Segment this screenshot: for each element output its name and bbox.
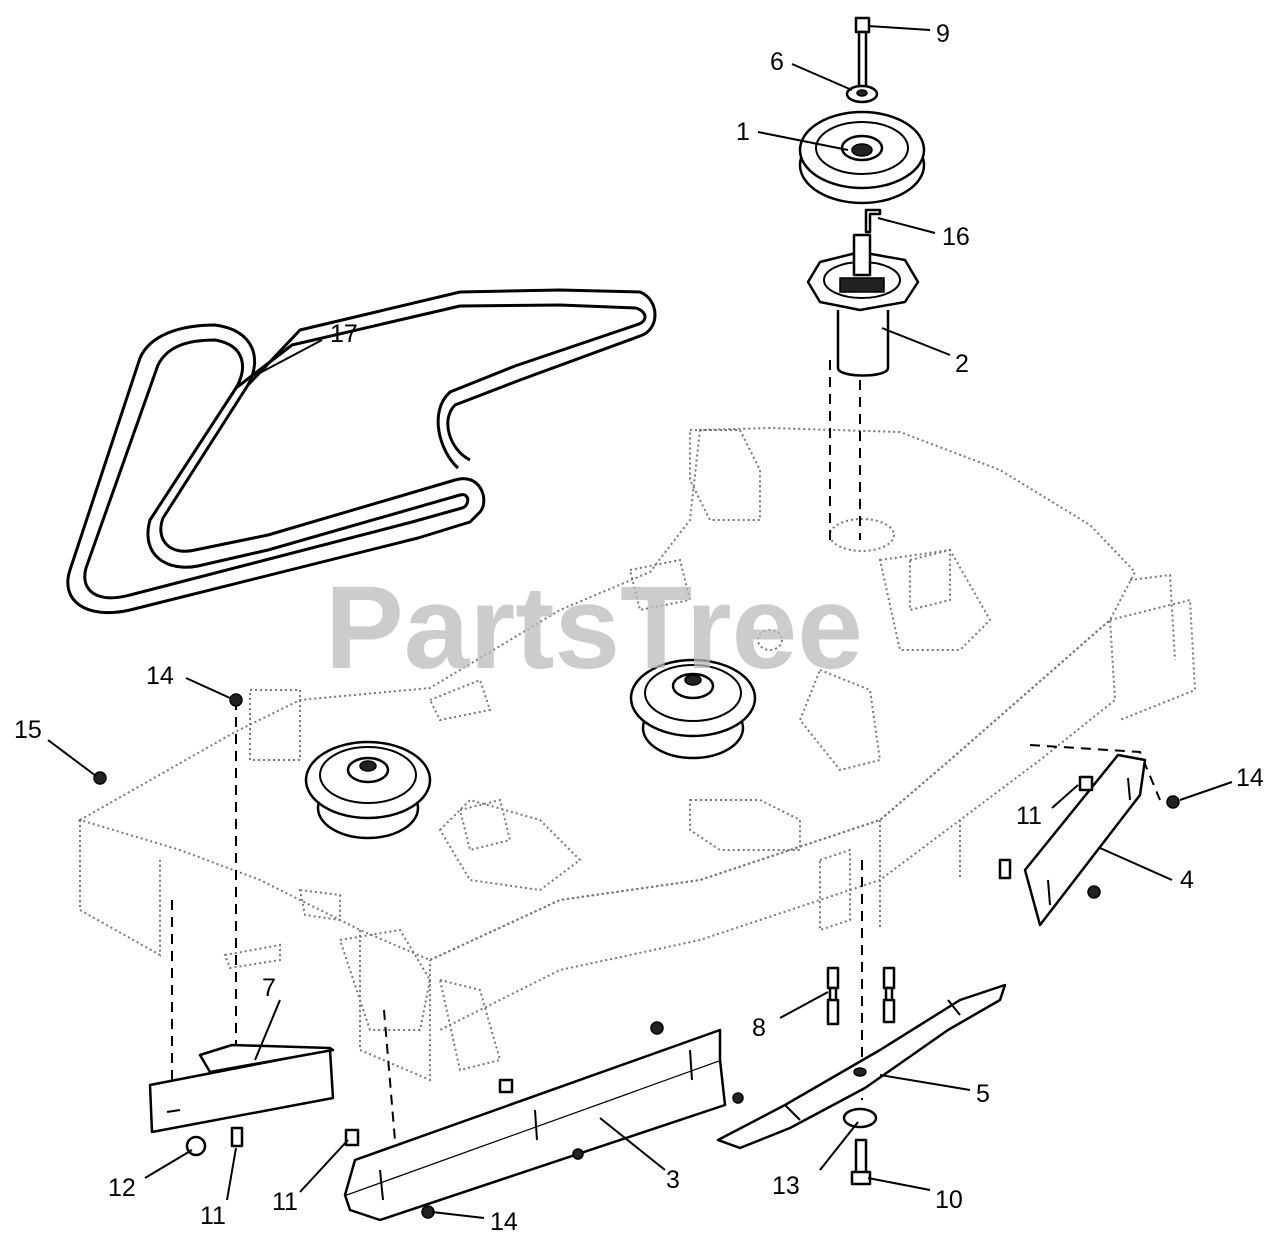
callout-11-c: 11: [272, 1188, 298, 1216]
callout-14-b: 14: [1236, 764, 1264, 792]
deck-pulley-left: [304, 740, 432, 840]
blade-washer: [842, 1107, 878, 1129]
right-baffle: [1023, 753, 1147, 927]
mower-blade: [716, 983, 1007, 1150]
callout-9: 9: [936, 20, 950, 48]
hardware-bolts: [230, 775, 1094, 1148]
hardware-nuts: [93, 693, 1180, 1219]
callout-12: 12: [108, 1174, 136, 1202]
callout-11-a: 11: [1016, 802, 1042, 830]
callout-15: 15: [14, 716, 42, 744]
callout-8: 8: [752, 1014, 766, 1042]
callout-5: 5: [976, 1080, 990, 1108]
callout-3: 3: [666, 1166, 680, 1194]
callout-1: 1: [736, 118, 750, 146]
callout-13: 13: [772, 1172, 800, 1200]
callout-2: 2: [955, 350, 969, 378]
left-baffle: [148, 1043, 335, 1134]
spindle-bolt: [854, 16, 871, 92]
spindle-housing: [806, 233, 920, 377]
callout-6: 6: [770, 48, 784, 76]
callout-10: 10: [935, 1186, 963, 1214]
deck-pulley-center: [629, 658, 757, 760]
blade-bolt: [850, 1138, 872, 1186]
callout-7: 7: [262, 974, 276, 1002]
callout-14-c: 14: [490, 1208, 518, 1236]
shaft-key: [864, 208, 882, 234]
callout-labels: 9 6 1 16 2 17 14 15 14 11 4 7 8 5 3 13 1…: [14, 20, 1264, 1236]
leader-lines: [47, 25, 1233, 1219]
callout-14-a: 14: [146, 662, 174, 690]
callout-11-b: 11: [200, 1202, 226, 1230]
front-baffle: [343, 1028, 727, 1222]
mower-deck: [77, 426, 1197, 1082]
spindle-mount-bolts: [826, 966, 896, 1026]
watermark: PartsTree: [325, 562, 863, 694]
spindle-washer: [845, 84, 879, 104]
spindle-pulley: [798, 110, 926, 205]
drive-belt: [66, 288, 657, 615]
callout-17: 17: [330, 320, 358, 348]
callout-16: 16: [942, 223, 970, 251]
right-axis-line: [1029, 744, 1161, 801]
callout-4: 4: [1180, 866, 1194, 894]
